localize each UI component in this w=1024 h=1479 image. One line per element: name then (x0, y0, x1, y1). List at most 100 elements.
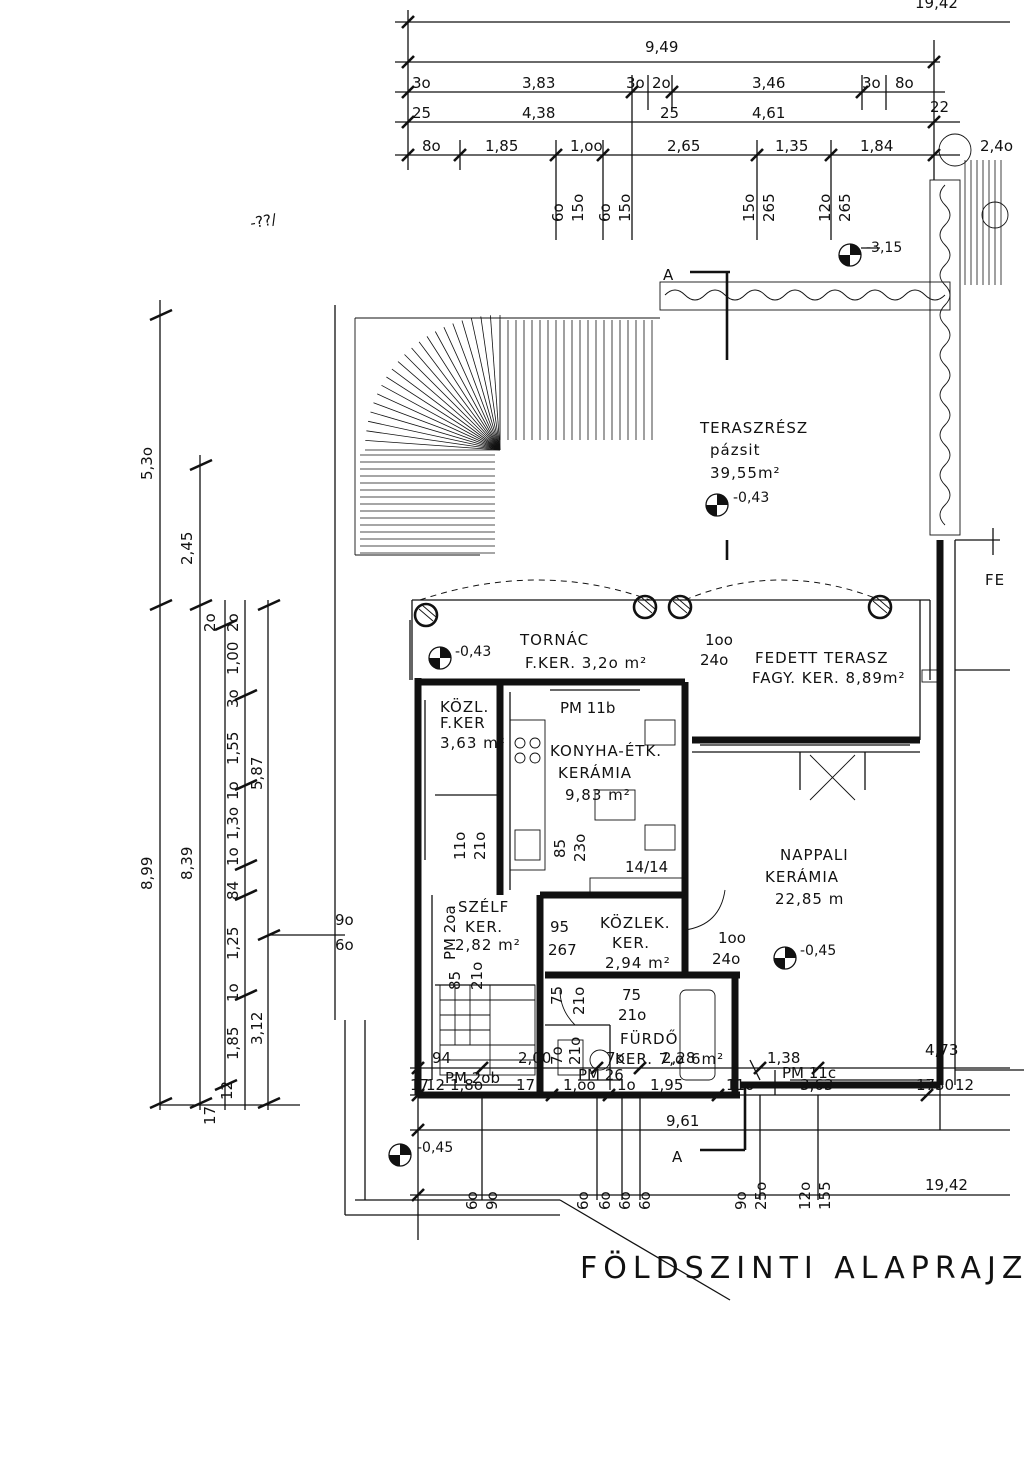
dim-bot-r3: 9,61 (666, 1112, 699, 1130)
dim-bot-v8: 12o (796, 1182, 814, 1210)
dim-top-r2-6: 8o (895, 74, 914, 92)
dim-bot-v9: 155 (816, 1181, 834, 1210)
room-nappali-area: 22,85 m (775, 890, 844, 908)
dim-bot-r2-7: 11o (726, 1076, 754, 1094)
room-tornac-name: TORNÁC (519, 630, 589, 649)
dim-bot-r2-8: 3,63 (800, 1076, 833, 1094)
dim-left-in13: 12 (218, 1081, 236, 1100)
room-konyha-area: 9,83 m² (565, 786, 631, 804)
room-szelf-floor: KER. (465, 918, 503, 936)
dim-top-r2-2: 3o (626, 74, 645, 92)
dim-left-in4: 1,55 (224, 732, 242, 765)
dim-top-r3-3: 4,61 (752, 104, 785, 122)
dim-top-r4-3: 2,65 (667, 137, 700, 155)
label-w70: 7o (548, 1046, 566, 1065)
room-fe-name: FE (985, 571, 1005, 589)
dim-top-r2-4: 3,46 (752, 74, 785, 92)
dim-bot-r1-1: 2,00 (518, 1049, 551, 1067)
label-pm-20b: PM 2ob (445, 1069, 500, 1087)
dim-left-mid1: 8,39 (178, 847, 196, 880)
level-marker-terrace: -0,43 (705, 490, 769, 517)
scribble-note: -??/ (249, 210, 279, 232)
dim-bot-v7: 25o (752, 1182, 770, 1210)
room-szelf-area: 2,82 m² (455, 936, 521, 954)
label-w85b: 85 (446, 971, 464, 990)
dim-left-outer1: 8,99 (138, 857, 156, 890)
dim-left-in2: 1,00 (224, 642, 242, 675)
column (413, 602, 439, 628)
dim-bot-v3: 6o (596, 1191, 614, 1210)
dim-bot-r1-2: 7o (606, 1049, 625, 1067)
room-tornac-floor: F.KER. 3,2o m² (525, 654, 647, 672)
dim-bot-overall: 19,42 (925, 1176, 968, 1194)
dim-bot-r1-3: 2,28 (662, 1049, 695, 1067)
dim-left-in7: 1o (224, 847, 242, 866)
dim-top-r4-2: 1,oo (570, 137, 603, 155)
column (867, 594, 893, 620)
dim-top-v3: 15o (616, 194, 634, 222)
room-terasz-floor: pázsit (710, 441, 760, 459)
level-marker-porch: -0,43 (428, 644, 491, 670)
dim-bot-r2-9: 17 (916, 1076, 935, 1094)
dim-bot-v6: 9o (732, 1191, 750, 1210)
dim-bot-r2-2: 1,8o (450, 1076, 483, 1094)
dim-bot-r1-0: 94 (432, 1049, 451, 1067)
dim-top-r2-1: 3,83 (522, 74, 555, 92)
dim-top-r2-5: 3o (862, 74, 881, 92)
dim-left-in9: 1,25 (224, 927, 242, 960)
level-top: -3,15 (866, 240, 902, 256)
room-labels: TERASZRÉSZ pázsit 39,55m² TORNÁC F.KER. … (440, 418, 1005, 1068)
dim-bot-r2-3: 17 (516, 1076, 535, 1094)
label-w75b: 75 (622, 986, 641, 1004)
dim-bot-r2-5: 1o (617, 1076, 636, 1094)
level-markers: -3,15 -0,43 -0,43 -0,45 -0,45 (388, 240, 902, 1167)
dim-top-r1: 9,49 (645, 38, 678, 56)
label-door-1b-h: 24o (712, 950, 740, 968)
building-walls (409, 528, 1024, 1099)
bottom-dimension-chains: 6o 9o 6o 6o 6o 6o 9o 25o 12o 155 94 2,00… (410, 1041, 1010, 1240)
room-konyha-floor: KERÁMIA (558, 763, 632, 782)
dim-left-in8: 84 (224, 881, 242, 900)
lawn-hatching (964, 160, 1002, 285)
room-fedett-floor: FAGY. KER. 8,89m² (752, 669, 906, 687)
label-w110: 11o (451, 832, 469, 860)
drawing-title: FÖLDSZINTI ALAPRAJZ (580, 1250, 1024, 1286)
dim-left-right1: 3,12 (248, 1012, 266, 1045)
room-kozl-floor: F.KER (440, 714, 486, 732)
dim-top-r2-0: 3o (412, 74, 431, 92)
label-w210: 21o (471, 832, 489, 860)
room-fedett-name: FEDETT TERASZ (755, 649, 888, 667)
room-nappali-name: NAPPALI (780, 846, 849, 864)
dim-bot-r2-10: 30 (935, 1076, 954, 1094)
dim-top-r3-1: 4,38 (522, 104, 555, 122)
label-pm-11b: PM 11b (560, 699, 615, 717)
room-kozlek-area: 2,94 m² (605, 954, 671, 972)
dim-top-r4-1: 1,85 (485, 137, 518, 155)
dim-top-r3-2: 25 (660, 104, 679, 122)
dim-bot-r2-4: 1,oo (563, 1076, 596, 1094)
label-w210e: 21o (566, 1037, 584, 1065)
dim-bot-r2-1: 12 (426, 1076, 445, 1094)
dim-left-in10: 1o (224, 983, 242, 1002)
dim-left-in0: 2o (201, 613, 219, 632)
label-door-1a-h: 24o (700, 651, 728, 669)
room-konyha-name: KONYHA-ÉTK. (550, 741, 662, 760)
columns (413, 594, 893, 628)
dim-left-in12: 17 (201, 1106, 219, 1125)
dim-top-overall: 19,42 (915, 0, 958, 12)
dim-bot-v1: 9o (483, 1191, 501, 1210)
dim-bot-v2: 6o (574, 1191, 592, 1210)
label-w210c: 21o (570, 987, 588, 1015)
dim-top-r4-5: 1,84 (860, 137, 893, 155)
dim-left-in5: 1o (224, 781, 242, 800)
dim-left-in1: 2o (224, 613, 242, 632)
hedge-border (659, 133, 1009, 536)
room-nappali-floor: KERÁMIA (765, 867, 839, 886)
label-w210d: 21o (618, 1006, 646, 1024)
opening-labels: PM 11b PM 11c PM 2ob PM 26 PM 2oa 1oo 24… (441, 631, 836, 1087)
left-dimension-chains: 5,3o 8,99 2,45 8,39 2o 2o 1,00 3o 1,55 1… (138, 300, 354, 1125)
section-line-a: A A (663, 266, 747, 1166)
stair-rect (354, 317, 660, 556)
label-w75: 75 (548, 986, 566, 1005)
